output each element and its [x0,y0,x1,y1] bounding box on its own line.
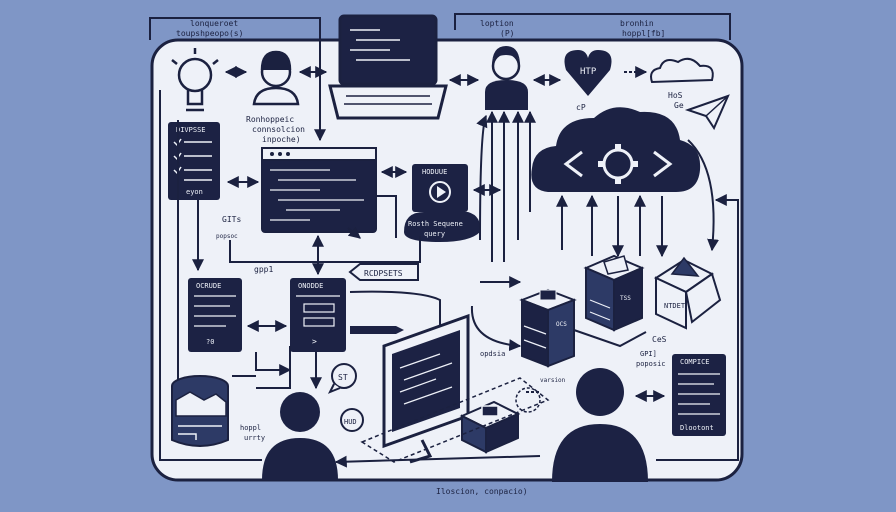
checklist-box [168,122,220,200]
top-left-label-2: toupshpeopo(s) [176,29,243,38]
speech-label-2: HUD [344,418,357,426]
left-flow-lines [177,20,421,400]
speech-bubble-icon [327,363,364,432]
top-left-label-1: lonqueroet [190,19,238,28]
video-box-title: HODUUE [422,168,447,176]
gpi-label-2: poposic [636,360,666,368]
code-box-middle-footer: > [312,337,317,346]
gpi-label-1: GPI] [640,350,657,358]
stack-left-label: OCS [556,321,567,328]
video-box-caption-2: query [424,230,445,238]
bottom-left-flow [232,346,322,390]
db-label-2: urrty [244,434,265,442]
lightbulb-icon [171,48,219,112]
tag-shape [348,263,419,281]
compile-box [672,354,726,436]
code-box-left-footer: ?0 [206,338,214,346]
top-right-label-1: loption [480,19,514,28]
api-label: gpp1 [254,265,273,274]
database-icon [171,375,229,447]
center-label-1: Ronhoppeic [246,115,294,124]
code-box-left [188,278,242,352]
bottom-connectors [159,90,739,468]
chip-box-icon [459,400,521,454]
top-right-label-2: (P) [500,29,514,38]
server-stack-right [583,254,645,332]
floor-outline [360,377,550,463]
stack-below-label: opdsia [480,350,505,358]
video-box-caption-1: Rosth Sequene [408,220,463,228]
ce-label: CeS [652,335,667,344]
center-label-2: connsolcion [252,125,305,134]
server-box-icon [653,256,722,330]
compile-box-title: COMPICE [680,358,710,366]
checklist-footer: eyon [186,188,203,196]
person-connectors [476,110,536,262]
cloud-gear-icon [531,107,701,192]
rcl-bar [350,326,404,334]
small-cloud-icon [650,57,714,84]
top-right-label-3: bronhin [620,19,654,28]
video-box [404,164,481,242]
server-stack-left [519,288,577,368]
small-cloud-sub: Ge [674,101,684,110]
popsoc-label: popsoc [216,233,238,240]
speech-label-1: ST [338,373,348,382]
small-cloud-label: HoS [668,91,683,100]
stack-right-label: TSS [620,295,631,302]
heart-label: HTP [580,67,597,77]
person-silhouette-left [262,392,338,480]
top-right-bracket [454,13,731,40]
stack-sub-label: varsion [540,377,566,384]
person-outline-icon [252,50,300,106]
gits-label: GITs [222,215,241,224]
checklist-title: DIVPSSE [176,126,206,134]
laptop-icon [328,14,448,120]
server-label: NTDET [664,302,686,310]
heart-icon [564,50,612,96]
stack-connectors [470,276,647,413]
code-box-middle [290,278,346,352]
paper-plane-icon [684,94,730,131]
code-box-middle-title: ONODDE [298,282,323,290]
heart-sub-label: cP [576,103,586,112]
tag-label: RCDPSETS [364,269,403,278]
person-silhouette-right [552,368,648,482]
person-icon [485,46,528,110]
bottom-caption: Iloscion, conpacio) [436,487,528,496]
code-box-left-title: OCRUDE [196,282,221,290]
cloud-connectors [556,139,720,258]
compile-box-footer: Dlootont [680,424,714,432]
center-label-3: inpoche) [262,135,301,144]
db-label-1: hoppl [240,424,261,432]
code-window [261,147,377,233]
top-right-label-4: hoppl[fb] [622,29,665,38]
